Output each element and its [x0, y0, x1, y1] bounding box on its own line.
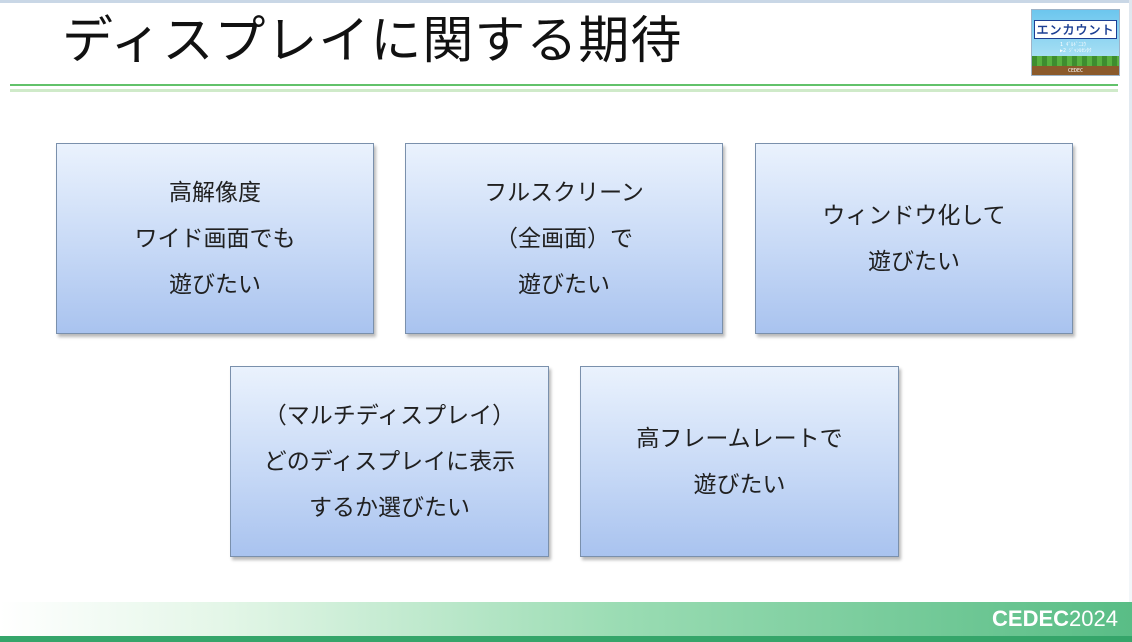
right-edge [1129, 0, 1132, 642]
box-line: ワイド画面でも [134, 225, 296, 252]
expectation-box-multi-display: （マルチディスプレイ） どのディスプレイに表示 するか選びたい [230, 366, 549, 557]
box-line: 高解像度 [169, 179, 261, 206]
box-line: 遊びたい [169, 271, 261, 298]
logo-title: エンカウント [1034, 20, 1117, 39]
box-line: どのディスプレイに表示 [263, 448, 516, 475]
box-line: フルスクリーン [484, 179, 644, 206]
box-line: 遊びたい [693, 471, 786, 498]
box-line: 高フレームレートで [636, 425, 843, 452]
box-line: 遊びたい [868, 248, 960, 275]
logo-menu: 1 ｷﾞﾙﾄﾞﾆﾕｳ ▶2 ｼﾞｬﾝﾙｾﾝﾀｸ [1060, 42, 1092, 54]
expectation-box-windowed: ウィンドウ化して 遊びたい [755, 143, 1073, 334]
footer-line [0, 636, 1132, 642]
slide-title: ディスプレイに関する期待 [62, 12, 683, 71]
logo-ground [1032, 56, 1119, 75]
logo-menu-line: ▶2 ｼﾞｬﾝﾙｾﾝﾀｸ [1060, 48, 1092, 54]
cedec-brand: CEDEC [992, 606, 1070, 631]
top-edge [0, 0, 1132, 3]
box-line: ウィンドウ化して [822, 202, 1006, 229]
expectation-box-high-framerate: 高フレームレートで 遊びたい [580, 366, 899, 557]
box-line: 遊びたい [518, 271, 610, 298]
logo-brand: CEDEC [1067, 68, 1084, 74]
expectation-box-fullscreen: フルスクリーン （全画面）で 遊びたい [405, 143, 723, 334]
logo-menu-line: 1 ｷﾞﾙﾄﾞﾆﾕｳ [1060, 42, 1087, 48]
box-line: （全画面）で [495, 225, 633, 252]
game-logo: エンカウント 1 ｷﾞﾙﾄﾞﾆﾕｳ ▶2 ｼﾞｬﾝﾙｾﾝﾀｸ CEDEC [1031, 9, 1120, 76]
cedec-year: 2024 [1069, 606, 1118, 631]
title-divider-shadow [10, 89, 1118, 92]
box-line: するか選びたい [309, 494, 470, 521]
title-divider [10, 84, 1118, 86]
cedec-logo: CEDEC2024 [992, 603, 1118, 635]
box-line: （マルチディスプレイ） [263, 402, 516, 429]
expectation-box-high-resolution: 高解像度 ワイド画面でも 遊びたい [56, 143, 374, 334]
footer-band [0, 602, 1132, 636]
